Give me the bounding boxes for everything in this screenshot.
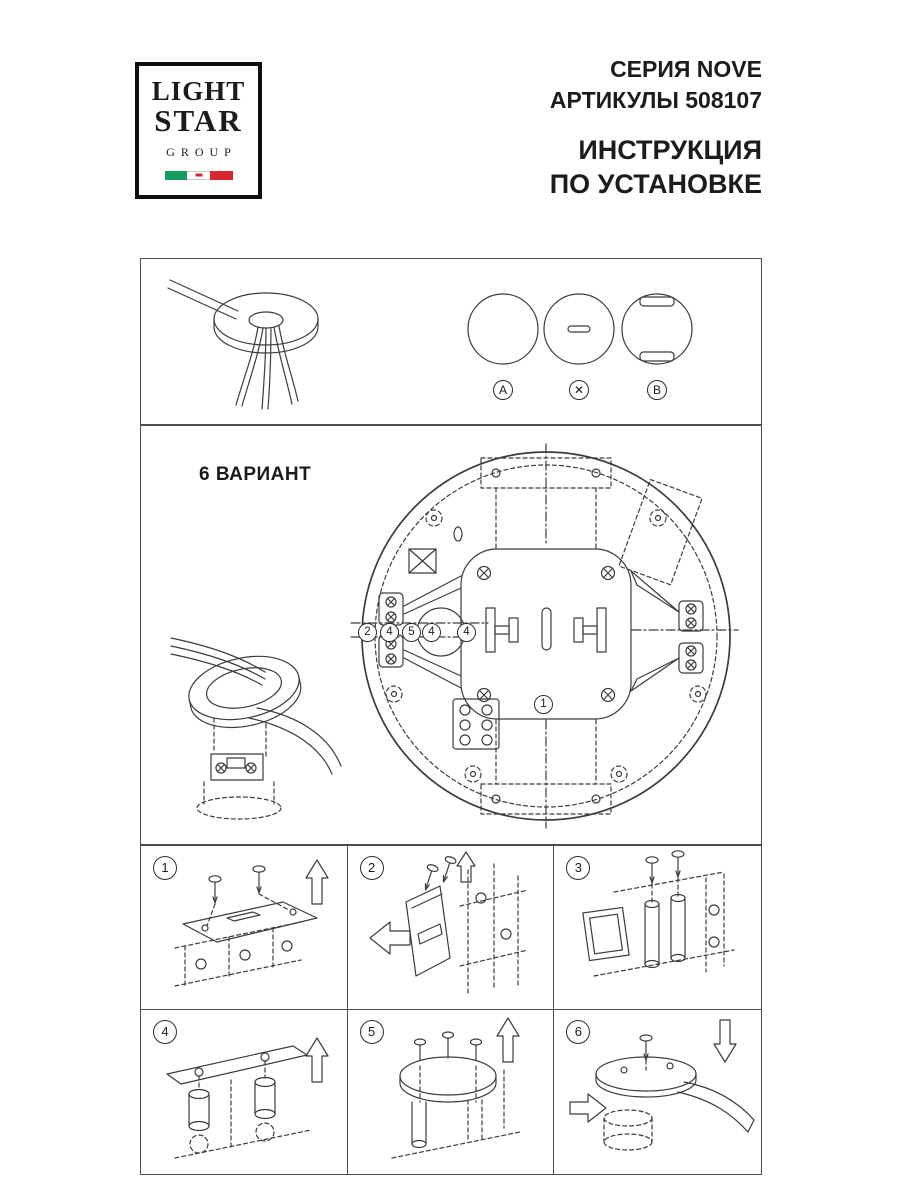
step-cell-2: 2 bbox=[347, 846, 555, 1010]
instruction-title-line1: ИНСТРУКЦИЯ bbox=[578, 135, 762, 165]
variant-title: 6 ВАРИАНТ bbox=[199, 464, 312, 485]
flag-red bbox=[209, 170, 233, 180]
diagram-callout: 2 bbox=[358, 623, 377, 642]
fastener-label-x: ✕ bbox=[569, 380, 589, 400]
step-cell-1: 1 bbox=[141, 846, 348, 1010]
screw-head-slot-icon bbox=[543, 293, 615, 365]
ceiling-cup-drawing bbox=[167, 279, 319, 410]
diagram-callout: 4 bbox=[380, 623, 399, 642]
fastener-type-slot: ✕ bbox=[539, 291, 619, 400]
flag-white bbox=[187, 170, 210, 180]
step-number: 5 bbox=[359, 1020, 384, 1044]
step-number: 6 bbox=[566, 1020, 591, 1044]
italian-flag-icon bbox=[164, 170, 233, 180]
flag-green bbox=[164, 170, 188, 180]
lightstar-logo: LIGHT STAR GROUP bbox=[135, 62, 262, 199]
step-5-drawing bbox=[391, 1017, 521, 1159]
fastener-type-a: A bbox=[463, 291, 543, 400]
step-1-drawing bbox=[174, 859, 329, 989]
steps-grid: 1 2 bbox=[140, 845, 762, 1175]
step-number: 3 bbox=[566, 856, 591, 880]
header-block: СЕРИЯ NOVE АРТИКУЛЫ 508107 ИНСТРУКЦИЯ ПО… bbox=[550, 54, 762, 201]
step-number: 4 bbox=[153, 1020, 177, 1044]
variant-panel: 6 ВАРИАНТ bbox=[140, 425, 762, 845]
screw-head-clips-icon bbox=[621, 293, 693, 365]
flag-mark bbox=[195, 173, 202, 177]
step-cell-3: 3 bbox=[554, 846, 761, 1010]
logo-line3: GROUP bbox=[166, 144, 237, 159]
step-3-drawing bbox=[582, 850, 735, 977]
instruction-title-line2: ПО УСТАНОВКЕ bbox=[549, 169, 762, 199]
logo-line1: LIGHT bbox=[151, 76, 246, 106]
article-number: АРТИКУЛЫ 508107 bbox=[549, 87, 762, 113]
screw-head-plain-icon bbox=[467, 293, 539, 365]
step-cell-4: 4 bbox=[141, 1010, 348, 1174]
step-6-drawing bbox=[569, 1019, 755, 1151]
step-cell-6: 6 bbox=[554, 1010, 761, 1174]
diagram-callout: 4 bbox=[457, 623, 476, 642]
step-cell-5: 5 bbox=[348, 1010, 555, 1174]
step-4-drawing bbox=[166, 1037, 329, 1159]
fastener-label-b: B bbox=[647, 380, 667, 400]
step-number: 2 bbox=[359, 856, 384, 880]
diagram-callout: 4 bbox=[422, 623, 441, 642]
series-title: СЕРИЯ NOVE bbox=[610, 56, 762, 82]
logo-line2: STAR bbox=[154, 103, 243, 139]
canopy-wiring-drawing bbox=[170, 637, 342, 820]
step-2-drawing bbox=[369, 851, 529, 997]
step-number: 1 bbox=[153, 856, 177, 880]
mounting-plate-diagram bbox=[350, 443, 739, 829]
fastener-type-b: B bbox=[617, 291, 697, 400]
parts-panel: A ✕ B bbox=[140, 258, 762, 425]
fastener-label-a: A bbox=[493, 380, 513, 400]
diagram-callout: 1 bbox=[534, 695, 553, 714]
diagram-callout: 5 bbox=[402, 623, 421, 642]
